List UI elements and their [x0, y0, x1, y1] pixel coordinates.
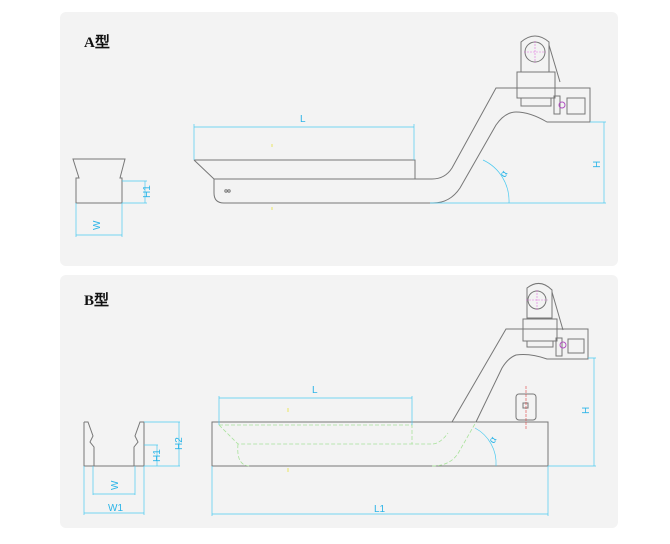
- a-end-view: H1 W: [72, 158, 153, 237]
- a-dim-alpha: α: [498, 169, 511, 180]
- title-type-a: A型: [84, 33, 110, 51]
- b-small-motor-icon: [515, 386, 537, 430]
- b-motor-icon: [522, 283, 585, 357]
- b-dim-w: W: [110, 480, 121, 490]
- b-dim-h: H: [581, 407, 592, 414]
- a-dim-h: H: [592, 161, 603, 168]
- title-type-b: B型: [84, 291, 109, 309]
- b-dim-w1: W1: [108, 503, 123, 514]
- b-dim-l: L: [312, 385, 318, 396]
- a-dim-h1: H1: [142, 185, 153, 198]
- b-dim-h2: H2: [174, 437, 185, 450]
- a-motor-icon: [516, 35, 586, 115]
- b-dim-h1: H1: [152, 449, 163, 462]
- b-side-view: L L1 H α: [211, 283, 596, 516]
- b-dim-l1: L1: [374, 504, 386, 515]
- a-side-view: L H α: [193, 35, 606, 210]
- b-end-view: H1 H2 W W1: [83, 421, 185, 515]
- a-dim-l: L: [300, 114, 306, 125]
- a-dim-w: W: [92, 220, 103, 230]
- b-dim-alpha: α: [487, 435, 500, 446]
- panel-type-b: [60, 275, 618, 528]
